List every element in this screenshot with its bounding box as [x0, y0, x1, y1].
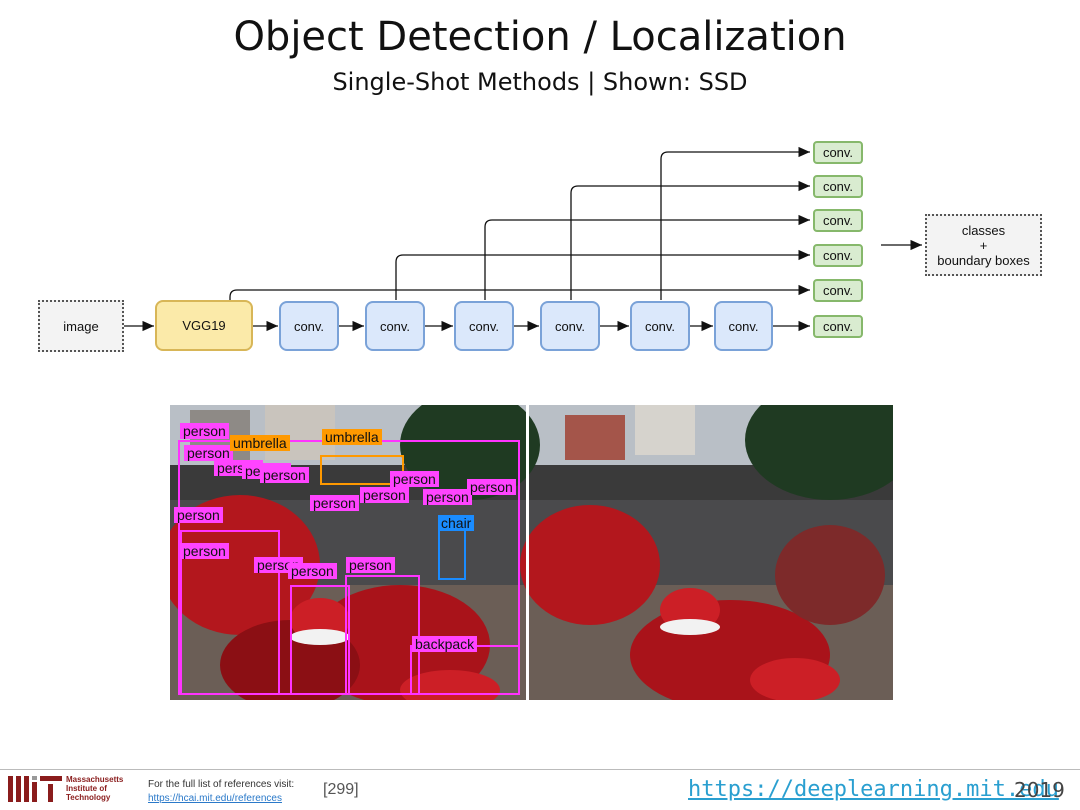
- footer-divider: [0, 769, 1080, 770]
- output-conv-3: conv.: [813, 209, 863, 232]
- conv-block-3: conv.: [454, 301, 514, 351]
- institution-line-3: Technology: [66, 793, 111, 802]
- references-link[interactable]: https://hcai.mit.edu/references: [148, 793, 282, 804]
- year-label: 2019: [1014, 778, 1065, 802]
- detection-box: [180, 530, 280, 695]
- input-image-node: image: [38, 300, 124, 352]
- detection-label: person: [467, 479, 516, 495]
- site-url-link[interactable]: https://deeplearning.mit.edu: [688, 777, 1059, 802]
- slide-title: Object Detection / Localization: [233, 14, 847, 60]
- output-conv-4: conv.: [813, 244, 863, 267]
- detection-label: person: [288, 563, 337, 579]
- result-boxes-label: boundary boxes: [937, 252, 1030, 268]
- detection-label: umbrella: [230, 435, 290, 451]
- detection-label: person: [390, 471, 439, 487]
- detection-example-photo: person person umbrella umbrella person p…: [170, 405, 893, 700]
- conv-block-1: conv.: [279, 301, 339, 351]
- conv-block-2: conv.: [365, 301, 425, 351]
- output-conv-1: conv.: [813, 141, 863, 164]
- references-note: For the full list of references visit: h…: [148, 778, 294, 806]
- result-classes-label: classes: [961, 222, 1006, 238]
- detection-label: backpack: [412, 636, 478, 652]
- edge-vgg-out5: [229, 284, 810, 300]
- vgg19-node: VGG19: [155, 300, 253, 351]
- edge-conv5-out1: [660, 146, 810, 300]
- conv-block-6: conv.: [714, 301, 773, 351]
- detection-box: [410, 645, 520, 695]
- output-conv-6: conv.: [813, 315, 863, 338]
- slide-subtitle: Single-Shot Methods | Shown: SSD: [332, 68, 748, 96]
- edge-conv3-out3: [484, 214, 810, 300]
- conv-block-4: conv.: [540, 301, 600, 351]
- detection-label: person: [346, 557, 395, 573]
- institution-name: Massachusetts Institute of Technology: [66, 775, 123, 802]
- edge-conv2-out4: [395, 249, 810, 300]
- institution-line-1: Massachusetts: [66, 775, 124, 784]
- institution-line-2: Institute of: [66, 784, 107, 793]
- detection-label: person: [310, 495, 359, 511]
- detection-label: person: [174, 507, 223, 523]
- detection-label: person: [360, 487, 409, 503]
- output-conv-5: conv.: [813, 279, 863, 302]
- references-text: For the full list of references visit:: [148, 779, 295, 790]
- detection-label: person: [184, 445, 233, 461]
- detection-label: umbrella: [322, 429, 382, 445]
- detection-label: person: [260, 467, 309, 483]
- ssd-architecture-connectors: [124, 146, 922, 332]
- detection-label: chair: [438, 515, 475, 531]
- result-node: classes + boundary boxes: [925, 214, 1042, 276]
- output-conv-2: conv.: [813, 175, 863, 198]
- mit-logo-icon: [8, 776, 62, 802]
- detection-box: [320, 455, 404, 485]
- result-plus-label: +: [979, 237, 988, 253]
- edge-conv4-out2: [570, 180, 810, 300]
- detection-box: [345, 575, 420, 695]
- conv-block-5: conv.: [630, 301, 690, 351]
- reference-number: [299]: [323, 781, 359, 798]
- detection-box: [290, 585, 350, 695]
- detection-label: person: [423, 489, 472, 505]
- detection-label: person: [180, 543, 229, 559]
- detection-label: person: [180, 423, 229, 439]
